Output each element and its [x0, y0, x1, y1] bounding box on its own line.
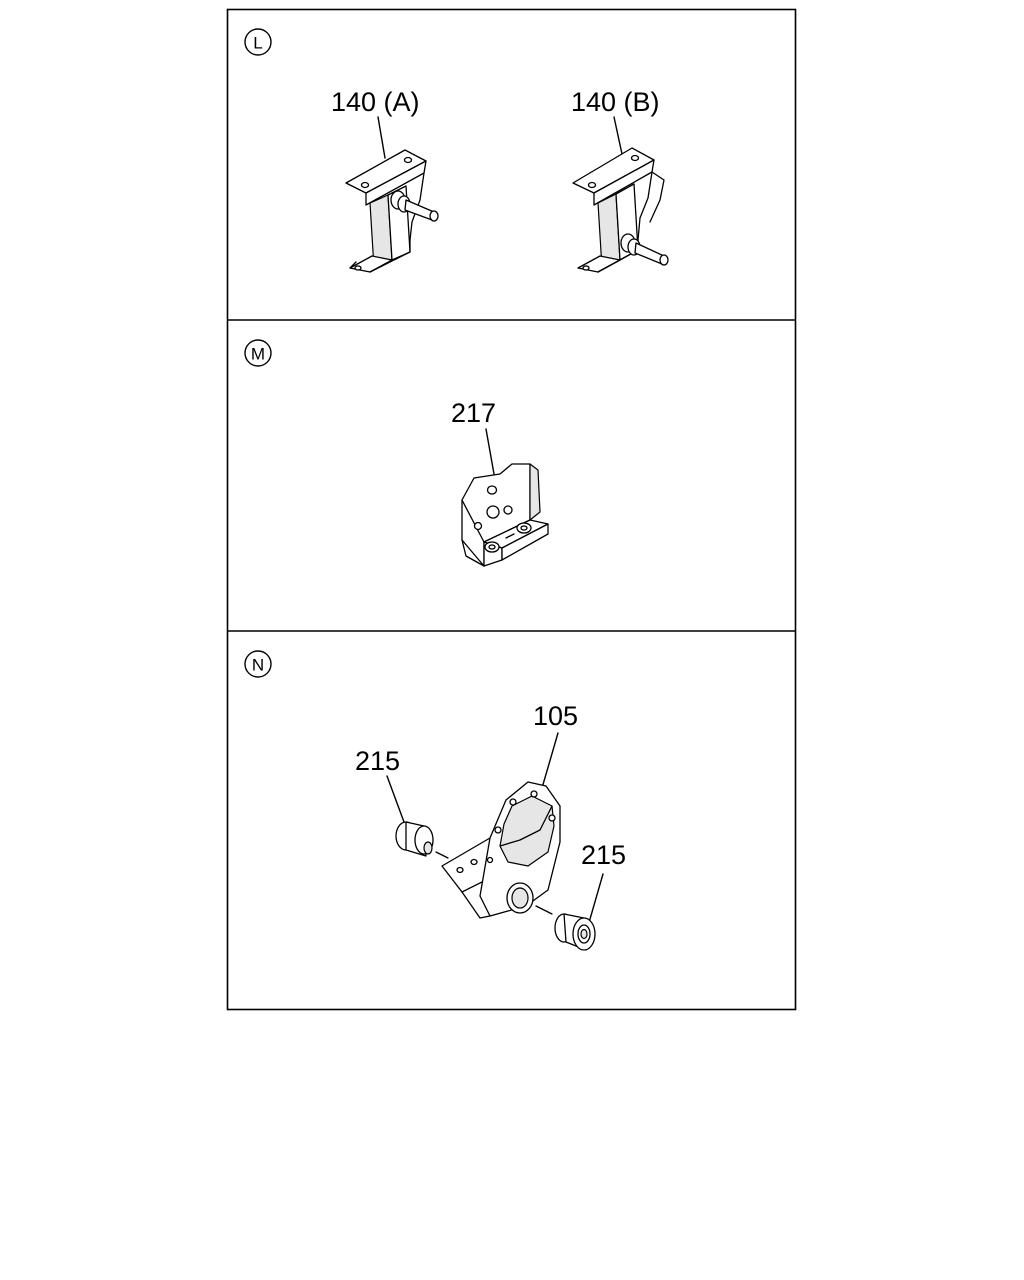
- engine-mount-bracket-icon: [572, 147, 669, 273]
- section-marker-label: M: [251, 345, 265, 364]
- callout-label: 140 (B): [571, 87, 660, 117]
- bushing-bracket-icon: [441, 781, 561, 919]
- section-marker-l: L: [244, 28, 272, 56]
- leader-line: [377, 116, 386, 159]
- leader-line: [613, 116, 623, 155]
- section-marker-label: L: [253, 34, 262, 53]
- callout-label: 140 (A): [331, 87, 420, 117]
- engine-mount-bracket-icon: [345, 149, 439, 273]
- callout-label: 215: [355, 746, 400, 776]
- rubber-bushing-icon: [395, 821, 449, 859]
- leader-line: [386, 775, 405, 823]
- callout-label: 105: [533, 701, 578, 731]
- section-n: N 105 215 215: [244, 650, 626, 951]
- mounting-bracket-icon: [461, 463, 549, 567]
- leader-line: [541, 732, 559, 789]
- callout-label: 217: [451, 398, 496, 428]
- leader-line: [587, 873, 604, 927]
- callout-label: 215: [581, 840, 626, 870]
- section-l: L 140 (A) 140 (B): [244, 28, 669, 273]
- leader-line: [485, 428, 495, 475]
- section-marker-m: M: [244, 339, 272, 367]
- diagram-frame: [226, 8, 797, 1011]
- rubber-bushing-icon: [535, 905, 596, 951]
- section-marker-n: N: [244, 650, 272, 678]
- section-marker-label: N: [252, 656, 264, 675]
- section-m: M 217: [244, 339, 549, 567]
